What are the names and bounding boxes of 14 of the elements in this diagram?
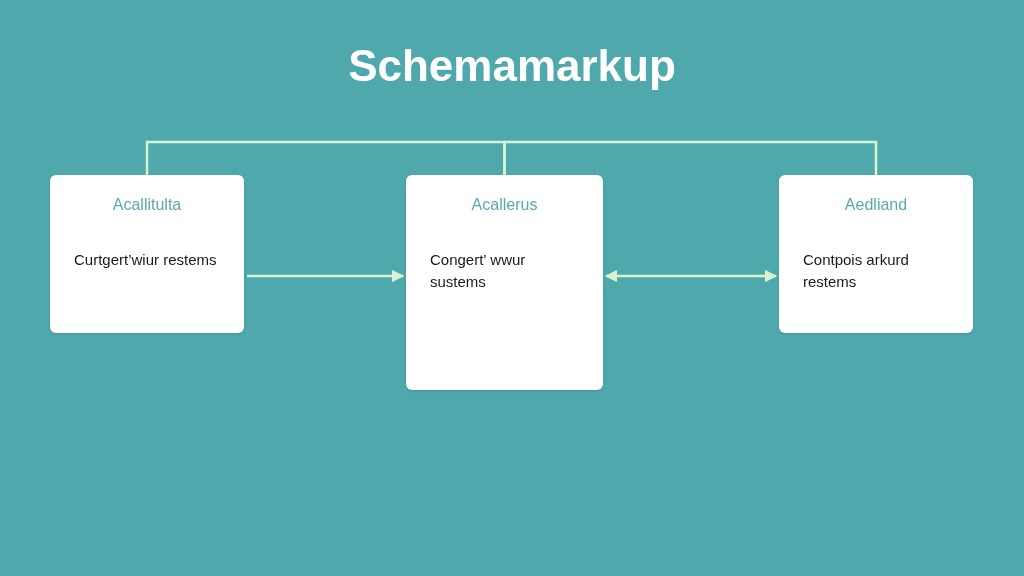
connector-line xyxy=(145,140,506,175)
box-heading: Acallitulta xyxy=(111,195,183,215)
box-description: Congert’ wwur sustems xyxy=(430,250,527,292)
process-box xyxy=(50,175,244,333)
arrow xyxy=(604,269,778,283)
box-description: Contpois arkurd restems xyxy=(803,250,910,292)
connector-line xyxy=(503,140,878,175)
diagram-title: Schemamarkup xyxy=(348,40,676,92)
process-box xyxy=(406,175,603,390)
process-box xyxy=(779,175,973,333)
box-heading: Aedliand xyxy=(843,195,909,215)
box-description: Curtgert’wiur restems xyxy=(74,250,218,270)
box-heading: Acallerus xyxy=(470,195,539,215)
arrow xyxy=(247,269,405,283)
